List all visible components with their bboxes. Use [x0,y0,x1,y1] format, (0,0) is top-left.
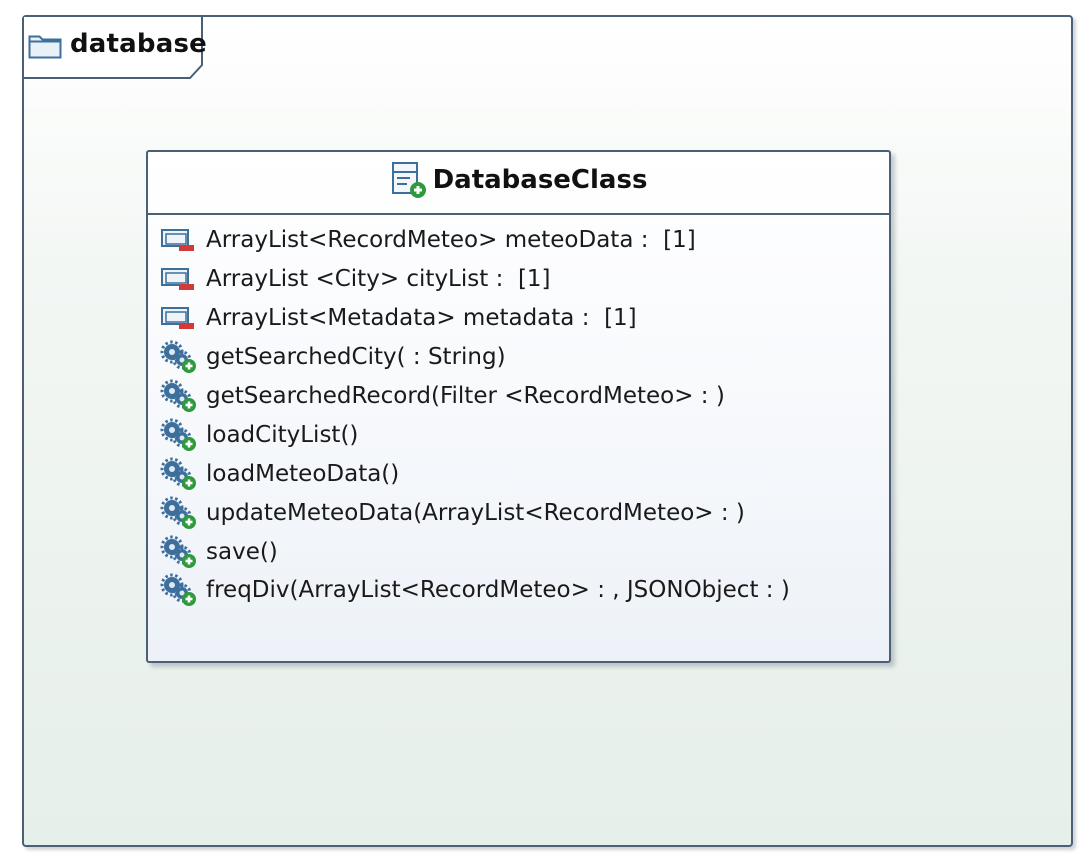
class-name[interactable]: DatabaseClass [432,165,648,195]
private-attribute-icon [161,229,194,252]
public-operation-icon [160,340,196,374]
public-operation-icon [160,573,196,607]
private-attribute-icon [161,268,194,291]
public-operation-icon [160,418,196,451]
operation-row[interactable]: save() [160,532,879,571]
operation-text: loadCityList() [206,421,359,448]
attribute-text: ArrayList<RecordMeteo> meteoData : [1] [206,227,696,254]
attribute-text: ArrayList<Metadata> metadata : [1] [206,305,637,332]
operation-text: loadMeteoData() [206,460,400,487]
public-operation-icon [160,379,196,412]
operation-row[interactable]: loadMeteoData() [160,454,879,493]
operation-row[interactable]: getSearchedCity( : String) [160,338,879,377]
operation-row[interactable]: getSearchedRecord(Filter <RecordMeteo> :… [160,377,879,416]
class-icon [391,162,426,198]
members-list: ArrayList<RecordMeteo> meteoData : [1] A… [160,221,879,610]
operation-row[interactable]: freqDiv(ArrayList<RecordMeteo> : , JSONO… [160,571,879,610]
attribute-row[interactable]: ArrayList<Metadata> metadata : [1] [160,299,879,338]
class-header: DatabaseClass [148,152,889,215]
operation-text: getSearchedRecord(Filter <RecordMeteo> :… [206,383,725,409]
database-class-box[interactable]: DatabaseClass ArrayList<RecordMeteo> met… [146,150,891,663]
operation-text: freqDiv(ArrayList<RecordMeteo> : , JSONO… [206,577,790,604]
operation-row[interactable]: updateMeteoData(ArrayList<RecordMeteo> :… [160,493,879,532]
public-operation-icon [160,457,196,490]
operation-row[interactable]: loadCityList() [160,415,879,454]
public-operation-icon [160,535,196,568]
attribute-row[interactable]: ArrayList<RecordMeteo> meteoData : [1] [160,221,879,260]
package-tab[interactable]: database [24,17,207,79]
operation-text: updateMeteoData(ArrayList<RecordMeteo> :… [206,499,745,526]
attribute-text: ArrayList <City> cityList : [1] [206,266,551,293]
package-frame[interactable]: database DatabaseClass [22,15,1073,847]
folder-icon [28,35,62,59]
public-operation-icon [160,496,196,529]
package-tab-border [24,17,203,79]
private-attribute-icon [161,307,194,330]
operation-text: save() [206,538,278,565]
attribute-row[interactable]: ArrayList <City> cityList : [1] [160,260,879,299]
package-title[interactable]: database [70,29,207,59]
operation-text: getSearchedCity( : String) [206,344,506,371]
